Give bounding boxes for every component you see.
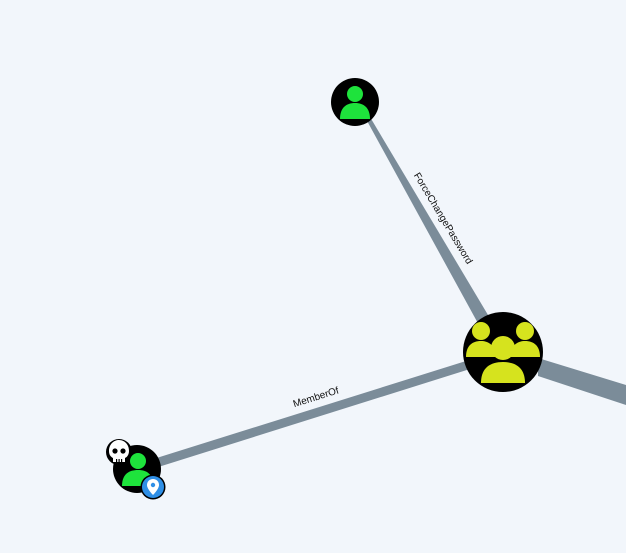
user-icon bbox=[340, 86, 370, 119]
location-pin-icon bbox=[140, 474, 166, 500]
node-user-top[interactable] bbox=[331, 78, 379, 126]
edge-force-change-password[interactable]: ForceChangePassword bbox=[366, 117, 491, 327]
edge-member-of[interactable]: MemberOf bbox=[147, 361, 470, 469]
group-icon bbox=[466, 322, 540, 383]
node-user-owned[interactable] bbox=[106, 439, 166, 500]
skull-icon bbox=[106, 439, 132, 465]
edge-offscreen[interactable] bbox=[538, 358, 626, 405]
node-group[interactable] bbox=[463, 312, 543, 392]
